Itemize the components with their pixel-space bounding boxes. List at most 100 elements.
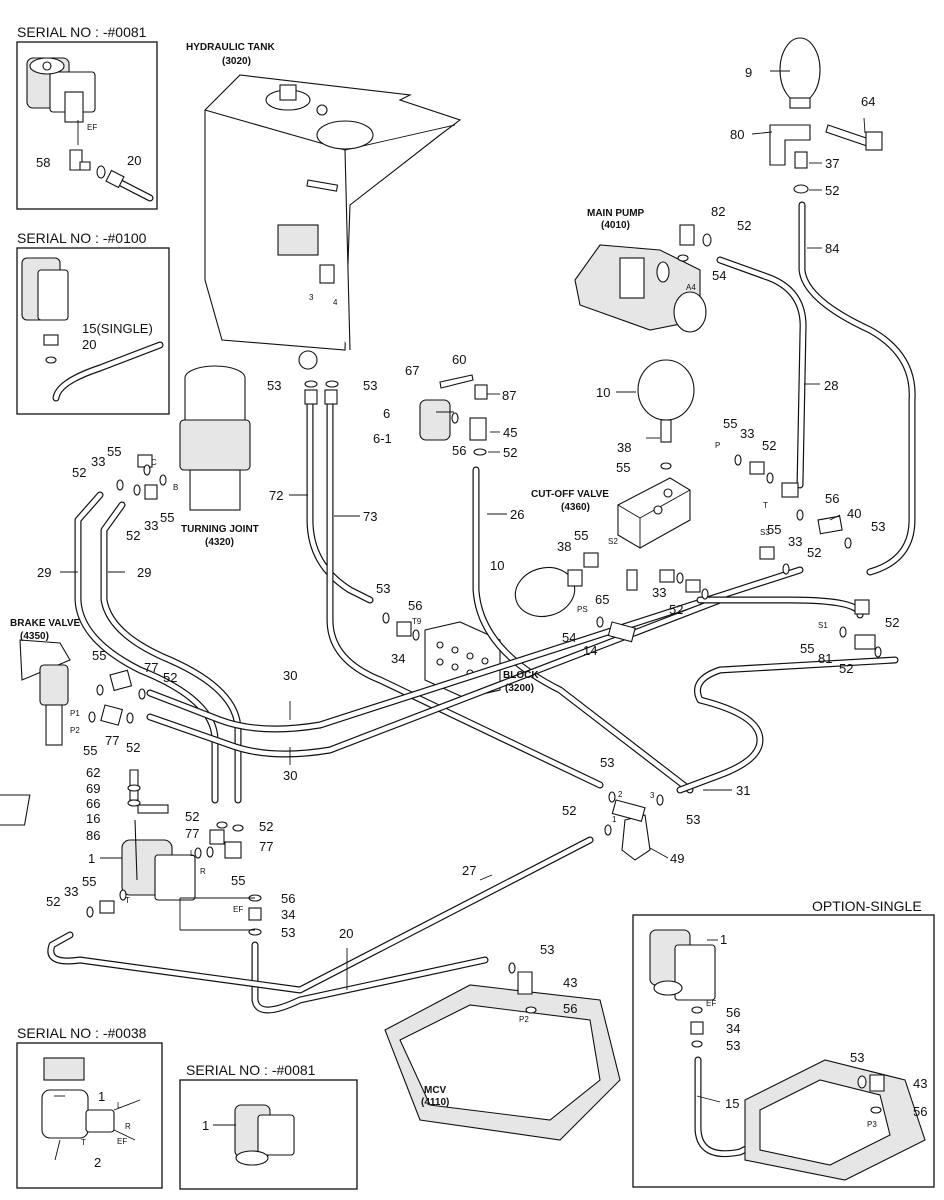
brake-valve-name: BRAKE VALVE [10, 618, 81, 629]
callout: 56 [913, 1104, 927, 1119]
inset-serial-bottom-mid: SERIAL NO : -#0081 [179, 1062, 358, 1190]
port-label: C [151, 458, 157, 467]
accumulator-9 [769, 37, 821, 194]
callout: 40 [847, 506, 861, 521]
callout: 33 [91, 454, 105, 469]
mcv-code: (4110) [421, 1097, 449, 1108]
hydraulic-tank [204, 74, 462, 370]
callout: 56 [452, 443, 466, 458]
callout: 81 [818, 651, 832, 666]
callout: 20 [82, 337, 96, 352]
steering-unit-icon [234, 1104, 295, 1166]
accumulator-10-upper [637, 359, 695, 443]
port-label: L [117, 1101, 122, 1110]
block-name: BLOCK [503, 670, 539, 681]
port-label: S3 [760, 528, 770, 537]
port-label: P1 [70, 709, 80, 718]
callout: 52 [259, 819, 273, 834]
callout: 29 [137, 565, 151, 580]
callout: 9 [745, 65, 752, 80]
part-number-callouts: 58 20 15(SINGLE) 20 9 64 80 37 52 82 52 … [36, 65, 927, 1170]
callout: 49 [670, 851, 684, 866]
port-label: L [190, 849, 195, 858]
callout: 14 [583, 643, 597, 658]
cut-off-valve [617, 477, 691, 591]
hose-icon [694, 1056, 839, 1158]
inset-serial-bottom-left: SERIAL NO : -#0038 [16, 1025, 163, 1189]
callout: 15 [725, 1096, 739, 1111]
callout: 34 [281, 907, 295, 922]
port-label: A4 [686, 283, 696, 292]
inset-serial-bottom-mid-title: SERIAL NO : -#0081 [186, 1062, 316, 1078]
callout: 15(SINGLE) [82, 321, 153, 336]
callout: 52 [126, 740, 140, 755]
callout: 30 [283, 768, 297, 783]
port-label: 3 [309, 293, 314, 302]
callout: 66 [86, 796, 100, 811]
port-label: S2 [608, 537, 618, 546]
callout: 72 [269, 488, 283, 503]
callout: 34 [391, 651, 405, 666]
callout: 62 [86, 765, 100, 780]
callout: 6 [383, 406, 390, 421]
callout: 53 [540, 942, 554, 957]
port-label: T [125, 896, 130, 905]
steering-unit-icon [41, 1057, 115, 1139]
cut-off-valve-code: (4360) [561, 502, 590, 513]
callout: 34 [726, 1021, 740, 1036]
callout: 30 [283, 668, 297, 683]
port-label: B [173, 483, 178, 492]
callout: 84 [825, 241, 839, 256]
callout: 37 [825, 156, 839, 171]
port-label: S1 [818, 621, 828, 630]
callout: 54 [562, 630, 576, 645]
callout: 33 [652, 585, 666, 600]
callout: 20 [339, 926, 353, 941]
port-label: P2 [70, 726, 80, 735]
hose-icon [52, 341, 164, 402]
callout: 28 [824, 378, 838, 393]
callout: 43 [563, 975, 577, 990]
callout: 38 [617, 440, 631, 455]
port-label: T [763, 501, 768, 510]
callout: 65 [595, 592, 609, 607]
callout: 55 [92, 648, 106, 663]
callout: 56 [726, 1005, 740, 1020]
callout: 55 [231, 873, 245, 888]
brake-valve [19, 639, 71, 746]
port-label: 4 [333, 298, 338, 307]
callout: 53 [600, 755, 614, 770]
port-label: EF [233, 905, 243, 914]
callout: 53 [281, 925, 295, 940]
callout: 52 [839, 661, 853, 676]
port-label: EF [87, 123, 97, 132]
callout: 60 [452, 352, 466, 367]
inset-serial-mid-title: SERIAL NO : -#0100 [17, 230, 147, 246]
bracket-49 [621, 814, 651, 861]
callout: 56 [281, 891, 295, 906]
turning-joint-name: TURNING JOINT [181, 524, 259, 535]
elbow-fitting-icon [69, 149, 91, 171]
main-pump-name: MAIN PUMP [587, 208, 645, 219]
callout: 52 [185, 809, 199, 824]
callout: 20 [127, 153, 141, 168]
leader-lines [54, 70, 866, 1126]
port-label: T [81, 1138, 86, 1147]
callout: 77 [185, 826, 199, 841]
callout: 73 [363, 509, 377, 524]
callout: 77 [144, 660, 158, 675]
callout: 33 [740, 426, 754, 441]
component-captions: HYDRAULIC TANK (3020) MAIN PUMP (4010) T… [10, 42, 645, 1108]
callout: 53 [686, 812, 700, 827]
callout: 55 [82, 874, 96, 889]
port-label: EF [117, 1137, 127, 1146]
cut-off-valve-name: CUT-OFF VALVE [531, 489, 609, 500]
callout: 53 [363, 378, 377, 393]
callout: 26 [510, 507, 524, 522]
callout: 86 [86, 828, 100, 843]
callout: 55 [107, 444, 121, 459]
callout: 52 [669, 602, 683, 617]
hoses [47, 201, 916, 1014]
callout: 52 [46, 894, 60, 909]
steering-unit-icon [26, 57, 96, 123]
